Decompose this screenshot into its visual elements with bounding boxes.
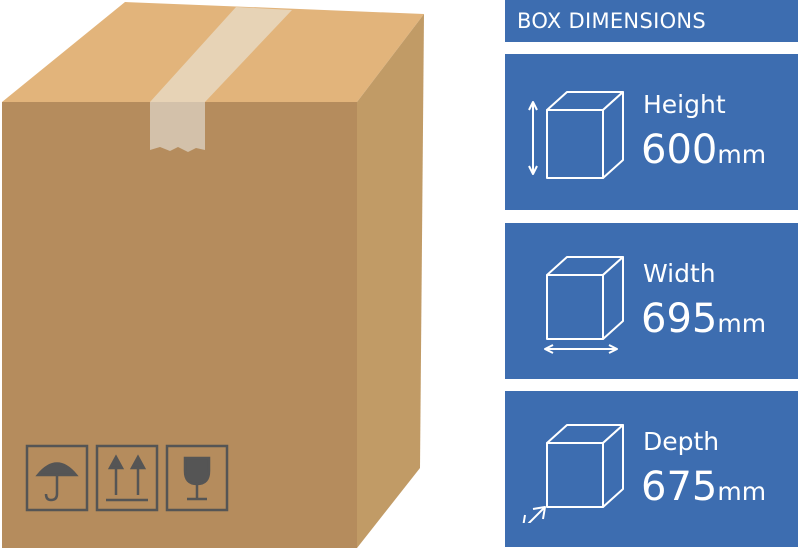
depth-card: Depth 675mm	[505, 391, 798, 547]
depth-unit: mm	[717, 477, 767, 506]
cardboard-box-illustration	[2, 2, 424, 548]
width-label: Width	[643, 259, 716, 288]
umbrella-icon	[25, 444, 89, 512]
depth-value: 675mm	[641, 467, 766, 507]
depth-label: Depth	[643, 427, 720, 456]
width-value: 695mm	[641, 299, 766, 339]
width-card: Width 695mm	[505, 223, 798, 379]
cube-depth-icon	[522, 424, 624, 523]
box-tape-front	[150, 102, 205, 152]
cube-height-icon	[528, 91, 624, 179]
header-title: BOX DIMENSIONS	[517, 9, 707, 33]
box-side-face	[357, 14, 424, 548]
height-unit: mm	[717, 140, 767, 169]
box-front-face	[2, 102, 357, 548]
width-unit: mm	[717, 309, 767, 338]
height-label: Height	[643, 90, 726, 119]
fragile-glass-icon	[165, 444, 229, 512]
this-way-up-icon	[95, 444, 159, 512]
box-tape-top	[150, 7, 292, 102]
width-number: 695	[641, 296, 718, 342]
depth-number: 675	[641, 464, 718, 510]
height-value: 600mm	[641, 130, 766, 170]
height-number: 600	[641, 127, 718, 173]
box-dimensions-header: BOX DIMENSIONS	[505, 0, 798, 42]
height-card: Height 600mm	[505, 54, 798, 210]
cube-width-icon	[544, 256, 624, 354]
